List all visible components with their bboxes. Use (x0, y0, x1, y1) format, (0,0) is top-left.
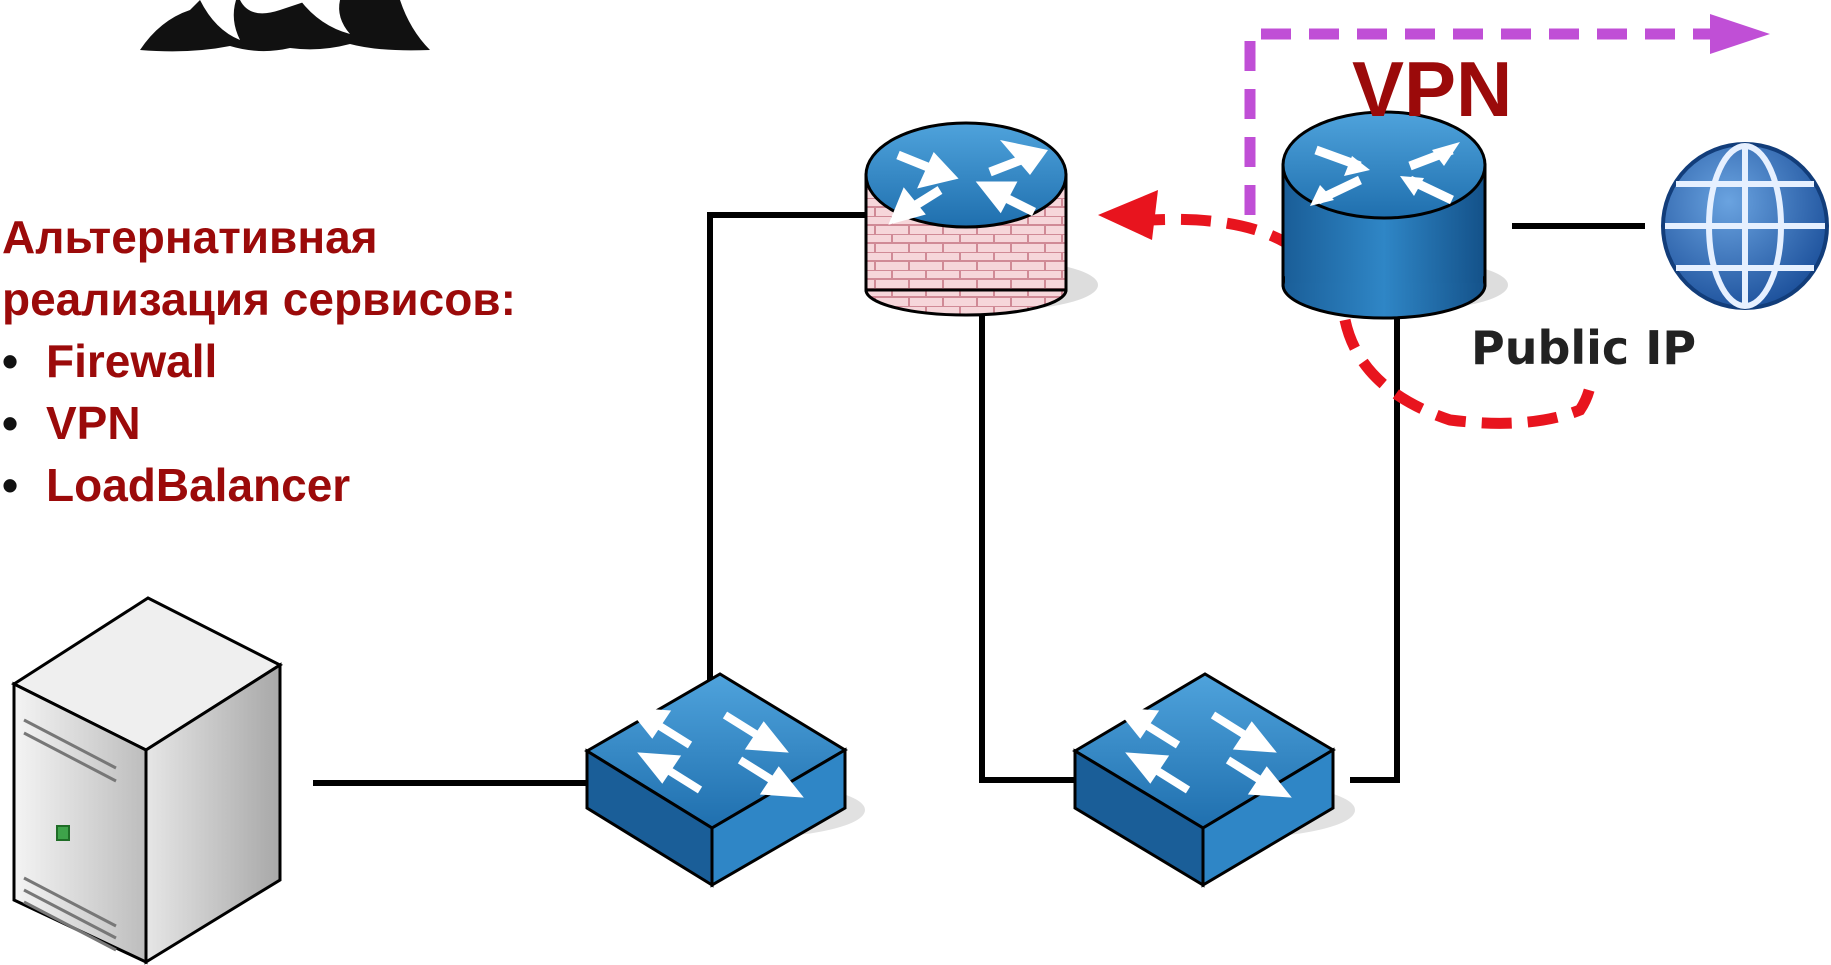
vpn-router-icon (1281, 110, 1508, 320)
link-firewall-switch2 (979, 300, 1080, 783)
logo-animal-icon (140, 0, 430, 52)
list-item: • VPN (2, 392, 350, 454)
services-list: • Firewall • VPN • LoadBalancer (2, 330, 350, 516)
bullet-icon: • (2, 459, 19, 511)
public-ip-label: Public IP (1471, 321, 1697, 375)
links (313, 212, 1645, 786)
vpn-label: VPN (1352, 45, 1513, 133)
vpn-tunnel-path (1244, 14, 1770, 215)
heading-line-1: Альтернативная (2, 211, 378, 263)
bullet-icon: • (2, 335, 19, 387)
switch-icon (1072, 672, 1355, 888)
list-item-label: Firewall (46, 335, 218, 387)
link-switch2-vpn (1350, 310, 1400, 783)
internet-globe-icon (1661, 142, 1829, 310)
bullet-icon: • (2, 397, 19, 449)
list-item: • Firewall (2, 330, 350, 392)
list-item-label: LoadBalancer (46, 459, 351, 511)
services-heading: Альтернативная реализация сервисов: (2, 206, 516, 330)
list-item-label: VPN (46, 397, 141, 449)
link-switch1-firewall (707, 212, 870, 695)
firewall-router-icon (864, 121, 1098, 317)
heading-line-2: реализация сервисов: (2, 273, 516, 325)
server-icon (10, 596, 284, 965)
switch-icon (584, 672, 865, 888)
list-item: • LoadBalancer (2, 454, 350, 516)
